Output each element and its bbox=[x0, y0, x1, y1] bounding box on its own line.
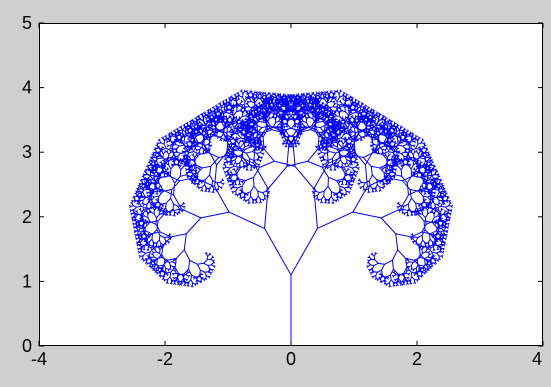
tree-series-line bbox=[128, 89, 454, 346]
y-tick-label: 1 bbox=[22, 271, 32, 291]
y-tick-label: 3 bbox=[22, 142, 32, 162]
y-tick-label: 5 bbox=[22, 13, 32, 33]
x-tick-label: 4 bbox=[532, 349, 542, 369]
x-tick-label: -4 bbox=[31, 349, 47, 369]
x-axis-ticks: -4 -2 0 2 4 bbox=[31, 23, 544, 369]
x-tick-label: -2 bbox=[157, 349, 173, 369]
x-tick-label: 2 bbox=[412, 349, 422, 369]
fractal-tree bbox=[128, 89, 454, 346]
y-tick-label: 0 bbox=[22, 336, 32, 356]
y-tick-label: 2 bbox=[22, 207, 32, 227]
y-axis-ticks: 0 1 2 3 4 5 bbox=[22, 13, 543, 356]
y-tick-label: 4 bbox=[22, 78, 32, 98]
x-tick-label: 0 bbox=[286, 349, 296, 369]
